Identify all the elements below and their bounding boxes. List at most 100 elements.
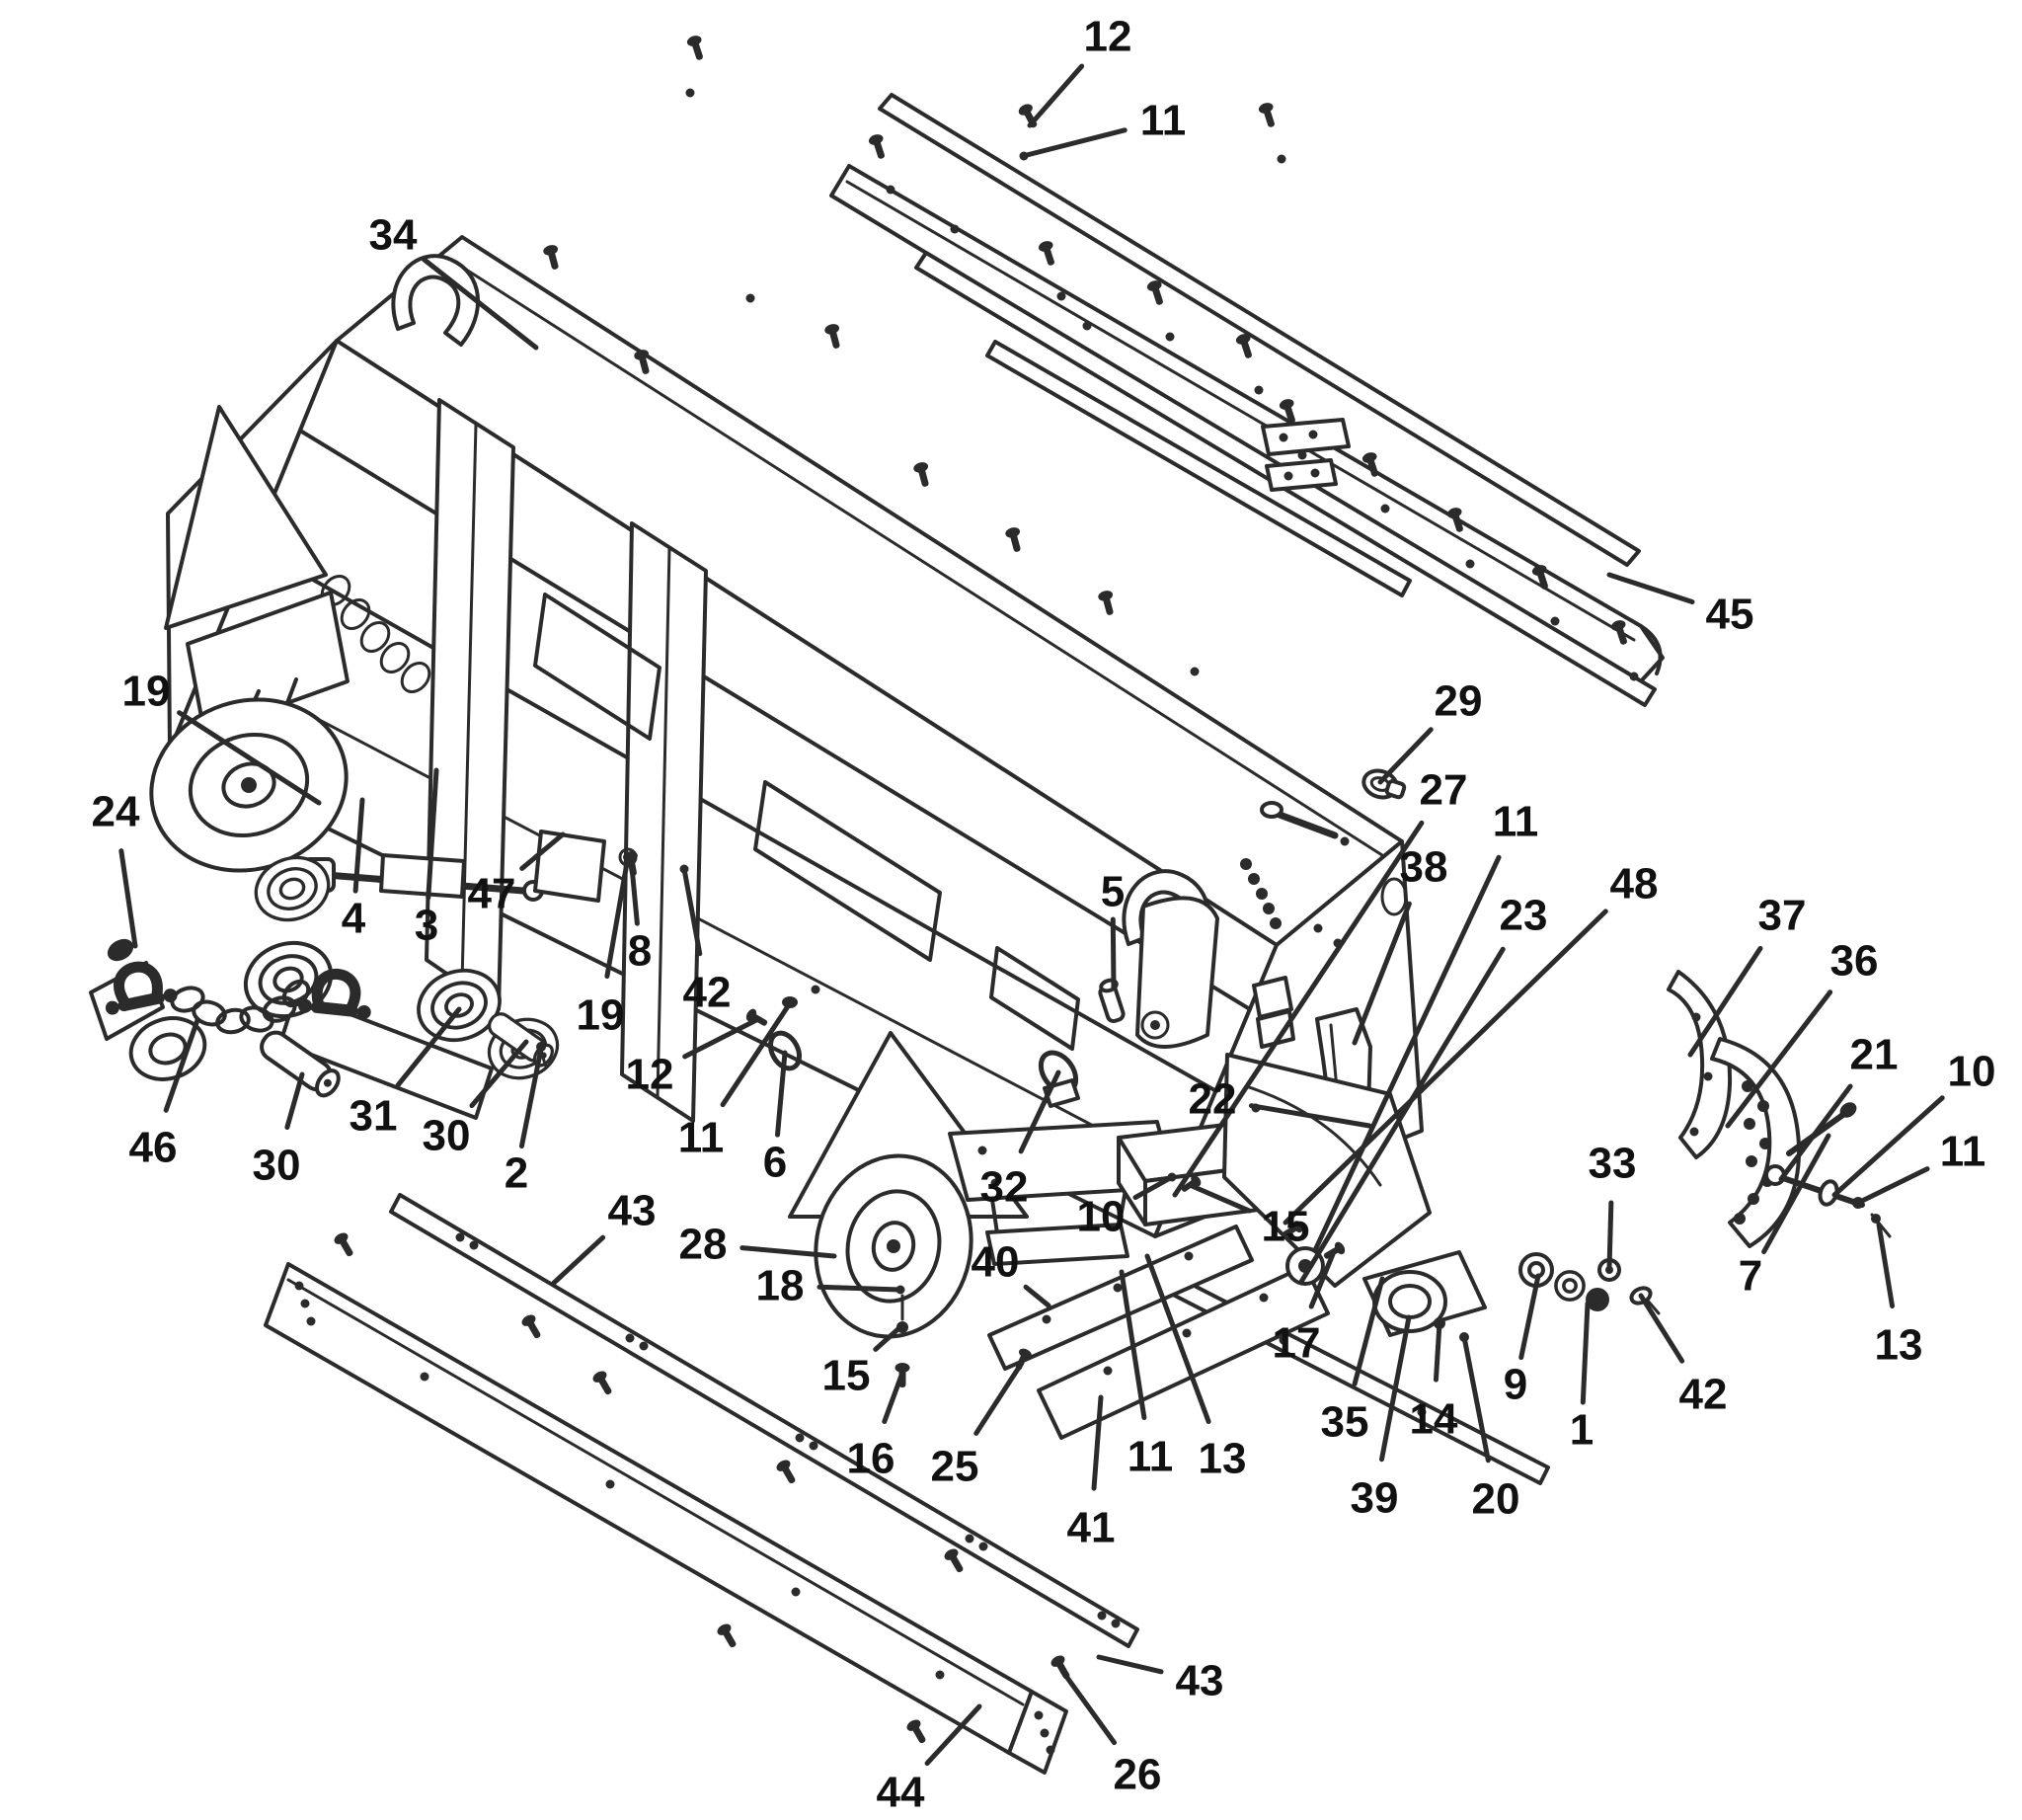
callout-label-18: 18 [756, 1262, 805, 1310]
callout-label-26: 26 [1114, 1751, 1162, 1799]
callout-leader-38 [1352, 901, 1412, 1046]
callout-leader-44 [924, 1703, 982, 1767]
callout-leader-34 [421, 257, 539, 351]
callout-leader-11 [1119, 1269, 1147, 1420]
callout-label-15: 15 [822, 1352, 871, 1400]
callout-leader-48 [1283, 909, 1608, 1226]
callout-label-36: 36 [1830, 937, 1879, 986]
callout-leader-47 [519, 831, 566, 871]
pivot-arm-35 [1362, 1250, 1487, 1342]
callout-leader-5 [1110, 916, 1117, 990]
callout-label-4: 4 [342, 895, 366, 943]
plug-29 [1361, 768, 1407, 800]
callout-label-42: 42 [683, 969, 732, 1017]
callout-leader-19 [604, 854, 631, 980]
callout-leader-42 [1638, 1293, 1685, 1364]
callout-label-32: 32 [980, 1163, 1029, 1212]
callout-label-19: 19 [122, 668, 171, 716]
callout-label-13: 13 [1875, 1321, 1923, 1370]
callout-label-47: 47 [468, 870, 516, 918]
callout-leader-16 [882, 1370, 905, 1424]
callout-leader-4 [352, 797, 365, 894]
callout-leader-22 [1248, 1103, 1372, 1129]
rubber-flap [1135, 896, 1219, 1049]
callout-label-48: 48 [1610, 860, 1659, 909]
callout-leader-11 [1855, 1166, 1930, 1206]
callout-label-10: 10 [1948, 1048, 1996, 1096]
callout-leader-14 [1433, 1320, 1442, 1383]
callout-leader-17 [1308, 1251, 1336, 1309]
callout-label-1: 1 [1570, 1406, 1594, 1455]
callout-label-27: 27 [1420, 766, 1468, 815]
callout-leader-30 [284, 1071, 305, 1131]
callout-leader-12 [682, 1016, 761, 1060]
callout-label-12: 12 [626, 1051, 674, 1099]
callout-label-5: 5 [1101, 868, 1125, 916]
callout-label-13: 13 [1199, 1435, 1247, 1483]
callout-label-33: 33 [1589, 1140, 1637, 1188]
callout-label-11: 11 [1140, 97, 1187, 145]
rail-bracket [1261, 418, 1351, 492]
callout-label-29: 29 [1435, 677, 1483, 726]
callout-label-21: 21 [1850, 1031, 1899, 1079]
callout-label-24: 24 [92, 788, 140, 836]
callout-label-12: 12 [1084, 13, 1132, 61]
callout-leader-24 [118, 848, 138, 949]
callout-label-42: 42 [1679, 1371, 1728, 1419]
callout-leader-20 [1461, 1334, 1491, 1464]
callout-leader-33 [1606, 1200, 1614, 1271]
callout-label-34: 34 [369, 211, 418, 260]
callout-label-17: 17 [1273, 1319, 1321, 1368]
callout-label-20: 20 [1472, 1475, 1520, 1524]
housing-openings [533, 593, 1080, 1051]
callout-leader-30 [469, 1039, 529, 1109]
callout-label-45: 45 [1706, 591, 1754, 639]
top-scraper-rails [685, 34, 1665, 707]
callout-leader-46 [163, 1017, 200, 1113]
callout-leader-35 [1352, 1276, 1385, 1386]
callout-leader-36 [1725, 989, 1833, 1129]
callout-leader-37 [1687, 945, 1763, 1058]
callout-leader-15 [1187, 1182, 1252, 1214]
callout-leader-19 [177, 710, 322, 806]
callout-label-38: 38 [1400, 843, 1448, 892]
callout-leader-32 [1018, 1069, 1061, 1154]
callout-label-16: 16 [847, 1435, 895, 1483]
callout-leader-42 [681, 866, 703, 957]
callout-label-15: 15 [1262, 1203, 1310, 1251]
callout-leader-10 [1132, 1174, 1175, 1201]
shackle-chain-parts [99, 938, 375, 1035]
callout-label-30: 30 [253, 1142, 301, 1190]
callout-leader-18 [817, 1284, 903, 1293]
callout-leader-21 [1778, 1083, 1853, 1182]
callout-leader-11 [1312, 854, 1502, 1253]
callout-leader-15 [873, 1322, 905, 1352]
callout-label-6: 6 [763, 1139, 787, 1187]
callout-leader-3 [426, 767, 439, 901]
callout-label-41: 41 [1067, 1504, 1116, 1552]
callout-label-39: 39 [1351, 1474, 1399, 1523]
callout-leader-9 [1518, 1273, 1541, 1361]
callout-label-11: 11 [678, 1114, 725, 1162]
callout-leader-11 [720, 1000, 793, 1108]
stop-blocks-38 [1252, 976, 1295, 1049]
callout-leader-11 [1024, 127, 1128, 158]
callout-leader-10 [1831, 1095, 1945, 1198]
callout-label-7: 7 [1739, 1252, 1762, 1301]
callout-label-11: 11 [1493, 798, 1539, 846]
callout-label-23: 23 [1500, 892, 1548, 940]
callout-leader-27 [1172, 820, 1425, 1198]
callout-leader-28 [739, 1245, 837, 1259]
callout-label-10: 10 [1077, 1193, 1126, 1241]
callout-label-11: 11 [1940, 1128, 1986, 1176]
callout-leader-43 [550, 1234, 606, 1287]
callout-leader-45 [1606, 572, 1695, 605]
callout-label-30: 30 [423, 1112, 471, 1160]
callout-leader-39 [1379, 1314, 1412, 1463]
callout-leader-41 [1091, 1394, 1104, 1491]
callout-label-40: 40 [972, 1238, 1020, 1287]
callout-leader-12 [1027, 63, 1085, 128]
